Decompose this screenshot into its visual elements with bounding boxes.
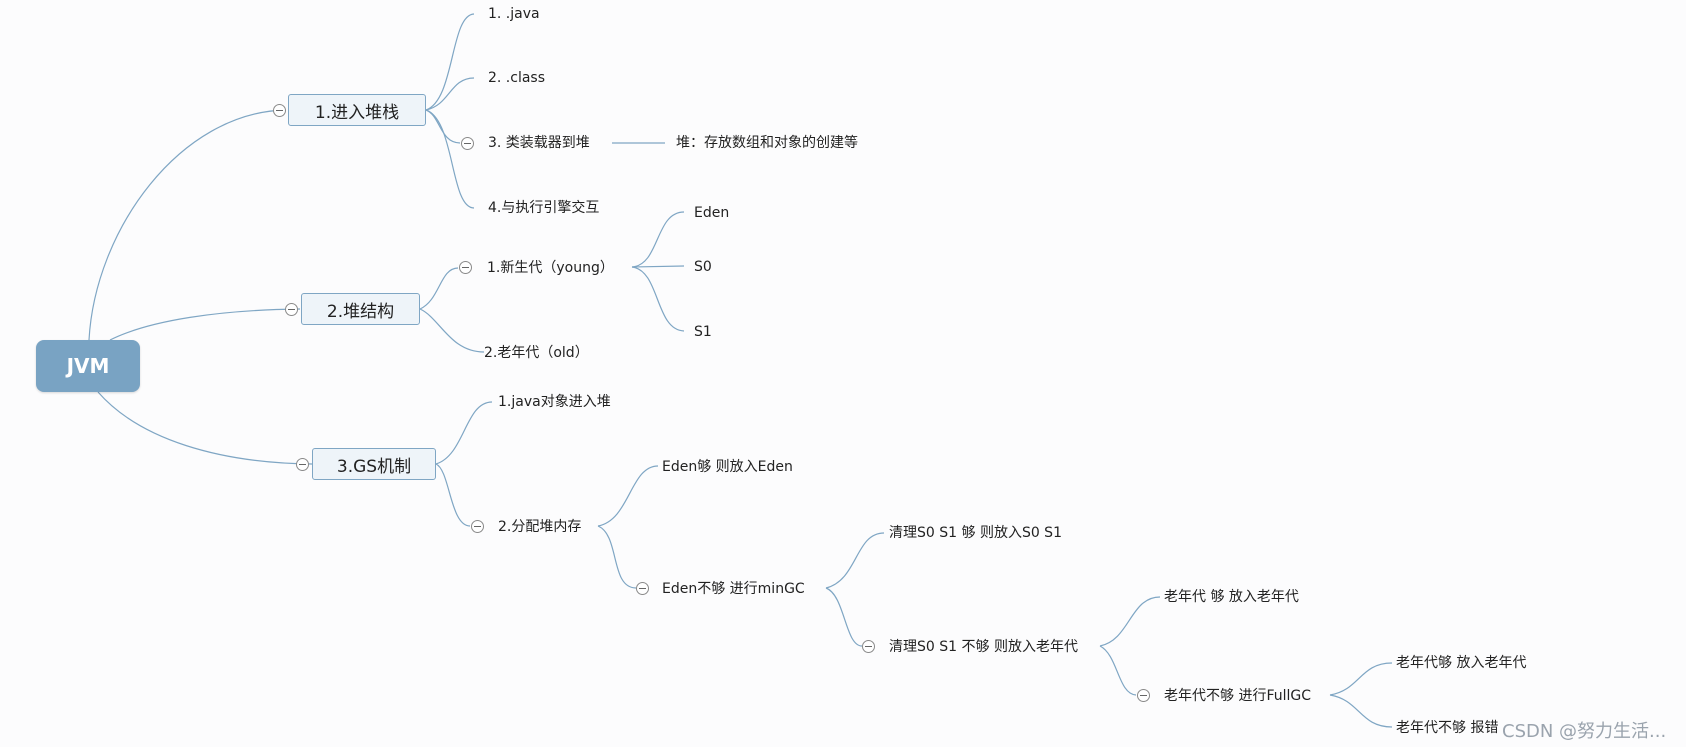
leaf-node[interactable]: 老年代不够 进行FullGC: [1164, 688, 1312, 704]
leaf-node[interactable]: S0: [694, 259, 712, 275]
leaf-node[interactable]: S1: [694, 324, 712, 340]
leaf-node[interactable]: Eden不够 进行minGC: [662, 581, 805, 597]
link-b1-c4: [425, 109, 475, 209]
link-root-b2: [109, 308, 301, 341]
leaf-node[interactable]: 1. .java: [488, 6, 540, 22]
root-node[interactable]: JVM: [36, 340, 140, 392]
link-b3-c1: [435, 401, 493, 465]
leaf-node[interactable]: 3. 类装载器到堆: [488, 135, 590, 151]
leaf-node[interactable]: 清理S0 S1 够 则放入S0 S1: [889, 525, 1062, 541]
link-root-b3: [97, 391, 313, 465]
link-b1-c3: [425, 109, 461, 144]
branch-node-1[interactable]: 1.进入堆栈: [288, 94, 426, 126]
leaf-node[interactable]: Eden: [694, 205, 730, 221]
collapse-toggle-fullgc[interactable]: [1137, 689, 1150, 702]
link-b2-c1: [419, 267, 459, 310]
link-mingc-old: [825, 587, 863, 647]
collapse-toggle-classloader[interactable]: [461, 137, 474, 150]
collapse-toggle-clear-old[interactable]: [862, 640, 875, 653]
leaf-node[interactable]: 2.老年代（old）: [484, 345, 589, 361]
leaf-node[interactable]: 2.分配堆内存: [498, 519, 582, 535]
link-alloc-eden: [597, 465, 659, 527]
link-old-fullgc: [1099, 645, 1137, 696]
leaf-node[interactable]: 老年代 够 放入老年代: [1164, 589, 1299, 605]
collapse-toggle-branch-3[interactable]: [296, 458, 309, 471]
branch-node-2[interactable]: 2.堆结构: [301, 293, 420, 325]
branch-node-3[interactable]: 3.GS机制: [312, 448, 436, 480]
collapse-toggle-mingc[interactable]: [636, 582, 649, 595]
leaf-node[interactable]: 1.java对象进入堆: [498, 394, 611, 410]
leaf-node[interactable]: 2. .class: [488, 70, 546, 86]
leaf-node[interactable]: 1.新生代（young）: [487, 260, 614, 276]
link-alloc-mingc: [597, 525, 637, 589]
link-young-eden: [631, 211, 685, 268]
leaf-node[interactable]: 清理S0 S1 不够 则放入老年代: [889, 639, 1078, 655]
link-young-s1: [631, 266, 685, 332]
link-b3-c2: [435, 463, 471, 527]
collapse-toggle-branch-1[interactable]: [273, 104, 286, 117]
link-fullgc-ok: [1329, 662, 1393, 696]
leaf-node[interactable]: 4.与执行引擎交互: [488, 200, 600, 216]
collapse-toggle-alloc[interactable]: [471, 520, 484, 533]
link-fullgc-err: [1329, 694, 1393, 728]
link-young-s0: [631, 265, 685, 268]
link-b2-c2: [419, 308, 485, 353]
link-mingc-ok: [825, 532, 885, 589]
leaf-node[interactable]: 老年代够 放入老年代: [1396, 655, 1527, 671]
link-b1-c1: [425, 13, 475, 111]
collapse-toggle-branch-2[interactable]: [285, 303, 298, 316]
csdn-watermark: CSDN @努力生活...: [1502, 721, 1667, 742]
leaf-node[interactable]: Eden够 则放入Eden: [662, 459, 793, 475]
leaf-node[interactable]: 堆：存放数组和对象的创建等: [676, 135, 858, 151]
leaf-node[interactable]: 老年代不够 报错: [1396, 720, 1499, 736]
collapse-toggle-young[interactable]: [459, 261, 472, 274]
link-b1-c2: [425, 77, 475, 111]
link-root-b1: [88, 109, 287, 341]
link-old-ok: [1099, 596, 1161, 647]
